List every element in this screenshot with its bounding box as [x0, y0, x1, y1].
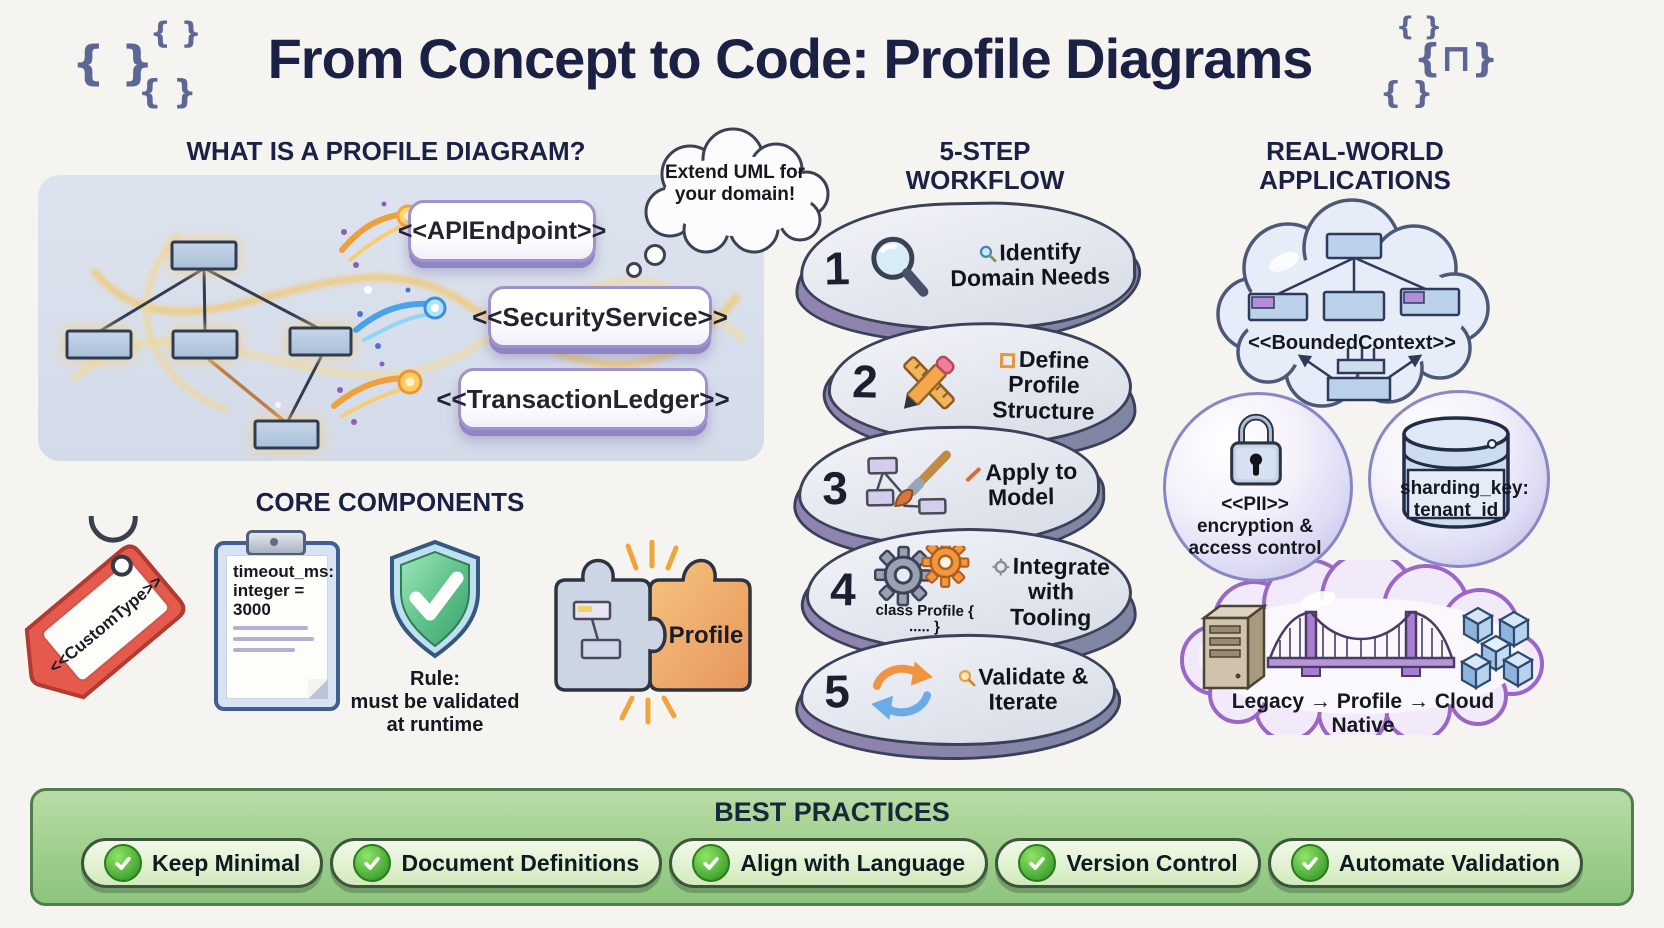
clipboard-line: timeout_ms:	[233, 562, 335, 581]
stereotype-pill-securityservice: <<SecurityService>>	[472, 286, 728, 348]
spark-lines	[619, 540, 679, 725]
practice-label: Automate Validation	[1338, 849, 1560, 876]
clipboard-paper: timeout_ms: integer = 3000	[226, 555, 335, 699]
stereotype-pill-transactionledger: <<TransactionLedger>>	[436, 368, 730, 430]
puzzle-pieces-icon: Profile	[554, 540, 752, 725]
paintbrush-on-model-icon	[860, 449, 953, 525]
practice-label: Keep Minimal	[152, 849, 301, 876]
bridge-icon	[1266, 610, 1456, 677]
page-title: From Concept to Code: Profile Diagrams	[267, 27, 1314, 90]
blue-comet-icon	[353, 287, 447, 349]
workflow-step-4: 4	[799, 525, 1138, 671]
core-heading: CORE COMPONENTS	[255, 487, 525, 517]
step-label: Apply to Model	[961, 457, 1082, 511]
shield-caption: Rule: must be validated at runtime	[350, 668, 520, 736]
practice-label: Version Control	[1066, 849, 1238, 876]
refresh-arrows-icon	[863, 657, 942, 724]
thought-bubble-trail	[644, 244, 666, 266]
practice-pill-keep-minimal: Keep Minimal	[81, 838, 324, 888]
square-glyph-icon	[1000, 353, 1016, 369]
practice-pill-version-control: Version Control	[995, 838, 1261, 888]
bounded-context-cloud	[1216, 198, 1490, 408]
practice-pill-align-with-language: Align with Language	[669, 838, 989, 888]
best-practices-banner: BEST PRACTICES Keep Minimal Document Def…	[30, 788, 1634, 906]
thought-bubble-text: Extend UML for your domain!	[664, 162, 806, 205]
best-practices-row: Keep Minimal Document Definitions Align …	[33, 828, 1631, 888]
step-label: Define Profile Structure	[992, 345, 1095, 425]
step-number: 4	[829, 563, 857, 616]
component-arrows	[1297, 346, 1423, 402]
stereotype-label: <<TransactionLedger>>	[436, 383, 730, 414]
stereotype-pill-apiendpoint: <<APIEndpoint>>	[398, 200, 606, 262]
thought-bubble-trail	[626, 262, 642, 278]
brace-decoration: { }	[1396, 12, 1443, 42]
step-label: Validate & Iterate	[949, 662, 1098, 715]
step-number: 5	[823, 665, 851, 718]
stereotype-label: <<SecurityService>>	[472, 301, 728, 332]
cloud-label: <<BoundedContext>>	[1248, 332, 1456, 354]
clipboard-line: integer =	[233, 581, 305, 601]
step-number: 3	[821, 461, 849, 515]
best-practices-heading: BEST PRACTICES	[714, 797, 950, 827]
what-heading: WHAT IS A PROFILE DIAGRAM?	[186, 136, 586, 166]
step-number: 1	[823, 242, 851, 295]
brace-decoration: {⊓}	[1414, 36, 1499, 80]
clipboard-clip	[246, 530, 306, 556]
check-icon	[104, 844, 142, 882]
clipboard-line: 3000	[233, 600, 271, 620]
check-icon	[1290, 844, 1329, 882]
workflow-step-3: 3 Apply to Model	[792, 423, 1107, 563]
custom-type-tag-icon: <<CustomType>>	[24, 516, 186, 700]
mini-diagram	[572, 600, 622, 660]
cloud-cubes-icon	[1459, 606, 1535, 690]
brace-decoration: { }	[1380, 76, 1434, 111]
brace-decoration: { }	[72, 36, 154, 90]
orange-comet-icon	[331, 361, 423, 425]
applications-heading: REAL-WORLD APPLICATIONS	[1259, 136, 1451, 196]
practice-label: Document Definitions	[401, 849, 640, 876]
step-label: Integrate with Tooling	[988, 553, 1113, 631]
legacy-server-icon	[1200, 603, 1268, 691]
brace-decoration: { }	[138, 72, 197, 111]
check-icon	[692, 844, 731, 882]
step-label: Identify Domain Needs	[950, 237, 1111, 292]
stereotype-label: <<APIEndpoint>>	[397, 216, 607, 245]
magnifier-glyph-icon	[958, 669, 976, 687]
workflow-step-1: 1 Identify Domain Needs	[794, 199, 1143, 348]
padlock-icon	[1230, 413, 1282, 486]
puzzle-label: Profile	[669, 622, 744, 649]
orange-gear	[921, 544, 970, 589]
gray-gear	[873, 546, 933, 607]
brace-decoration: { }	[150, 16, 202, 50]
practice-label: Align with Language	[740, 849, 966, 876]
magnifier-glyph-icon	[979, 245, 997, 262]
shield-check-icon	[390, 539, 480, 659]
practice-pill-automate-validation: Automate Validation	[1267, 838, 1583, 888]
database-cylinder-icon	[1402, 416, 1510, 529]
gear-glyph-icon	[992, 558, 1010, 576]
workflow-step-2: 2 Define Profile Structu	[821, 318, 1139, 464]
practice-pill-document-definitions: Document Definitions	[330, 838, 663, 888]
gear-caption: class Profile { ..... }	[875, 601, 975, 636]
check-icon	[1018, 844, 1057, 882]
pencil-and-ruler-icon	[890, 344, 968, 422]
workflow-step-5: 5 Validate & Iterate	[794, 632, 1122, 762]
migration-cloud	[1180, 560, 1544, 735]
step-number: 2	[851, 355, 879, 408]
workflow-heading: 5-STEP WORKFLOW	[905, 136, 1065, 196]
thought-bubble	[644, 127, 830, 254]
magnifying-glass-icon	[862, 232, 935, 303]
gears-icon: class Profile { ..... }	[868, 544, 981, 636]
clipboard-icon: timeout_ms: integer = 3000	[214, 530, 340, 711]
pen-glyph-icon	[965, 467, 981, 482]
pii-lock-orb	[1163, 392, 1353, 582]
lock-caption: <<PII>> encryption & access control	[1188, 494, 1322, 559]
check-icon	[353, 844, 392, 882]
database-caption: sharding_key: tenant_id	[1400, 478, 1529, 521]
migration-label: Legacy → Profile → Cloud Native	[1231, 690, 1495, 738]
